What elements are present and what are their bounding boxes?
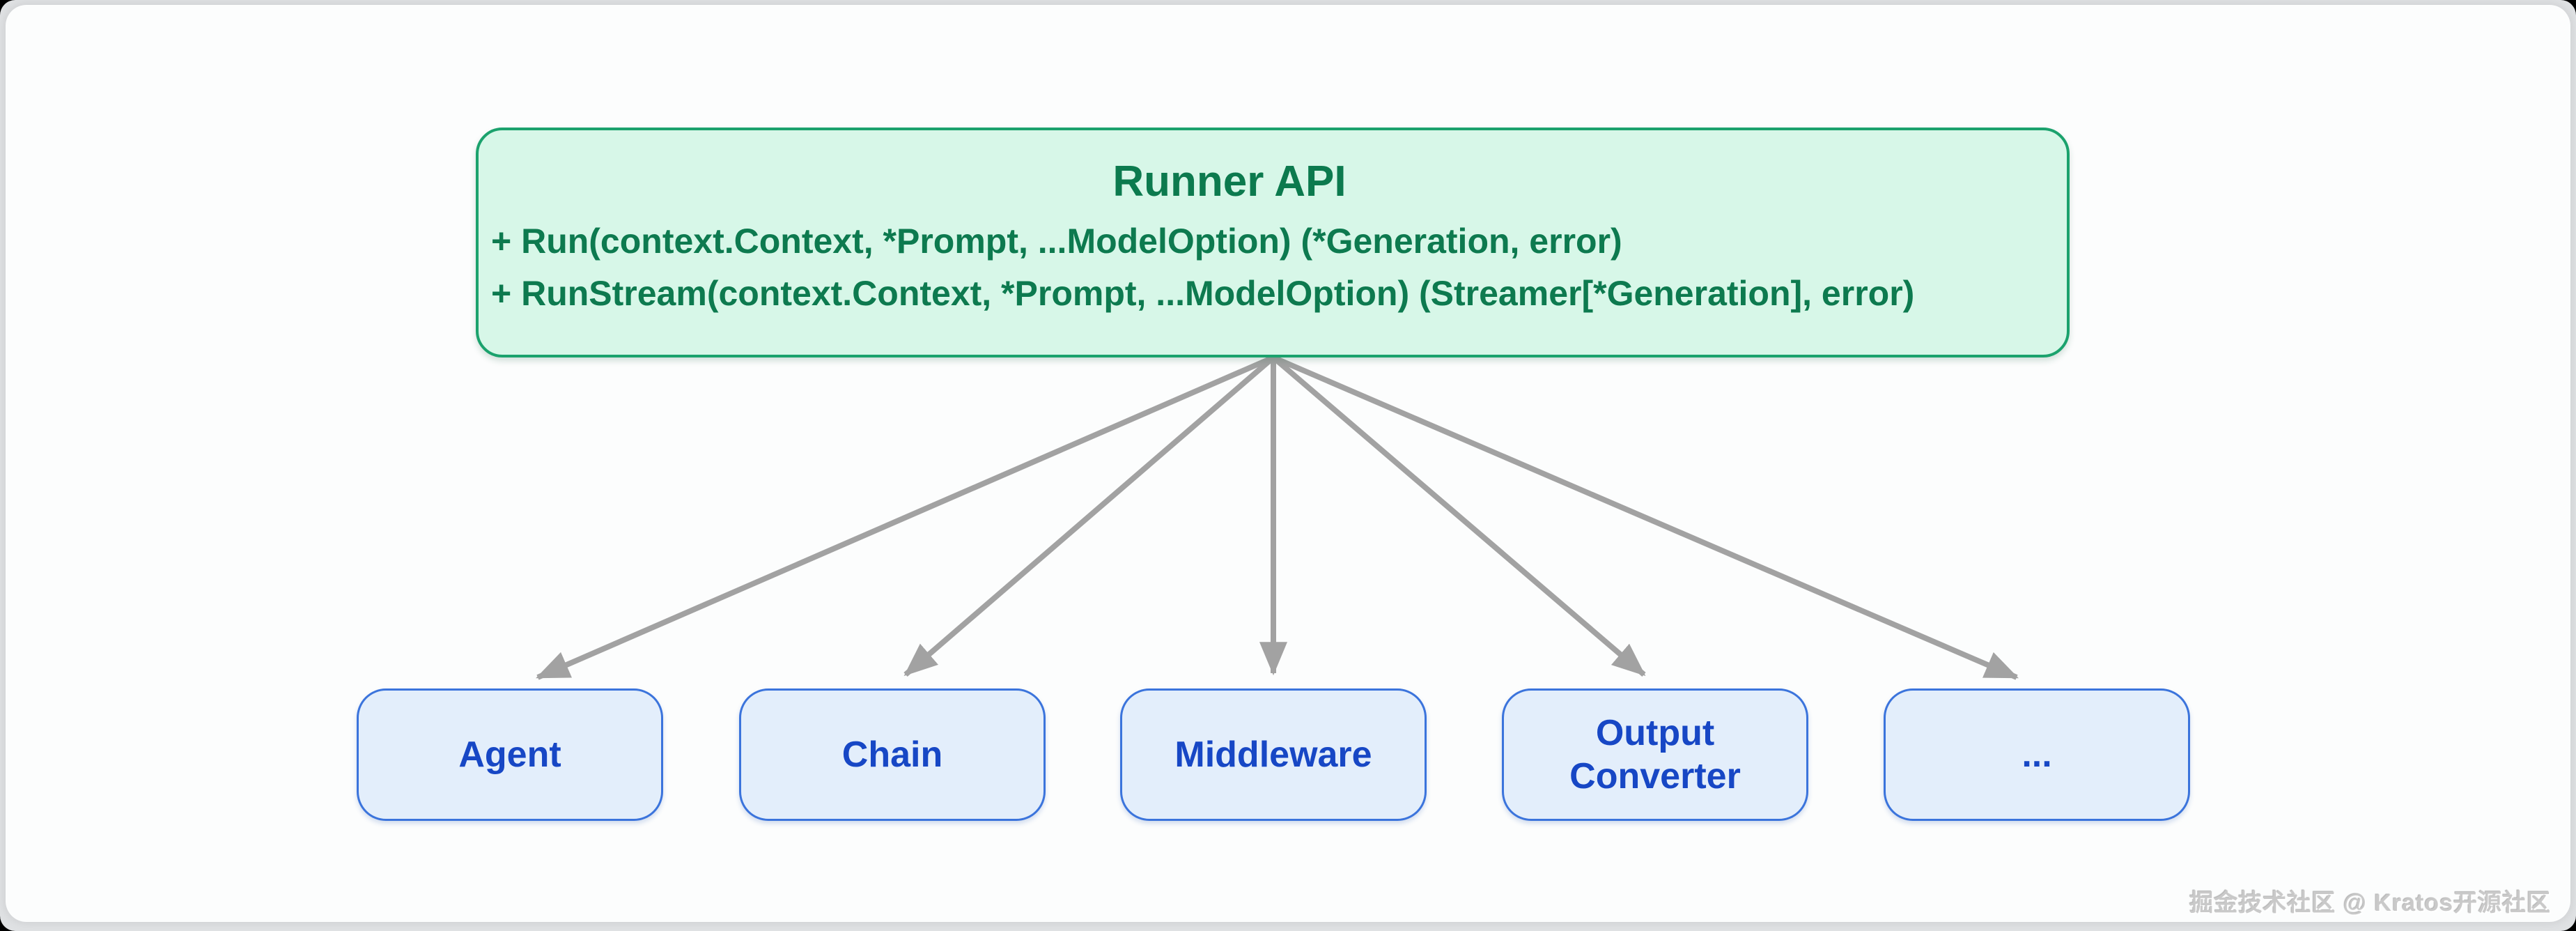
runner-api-methods: + Run(context.Context, *Prompt, ...Model… [479,215,2067,320]
node-more-label: ... [2022,734,2052,775]
method-signature-runstream: + RunStream(context.Context, *Prompt, ..… [491,274,1915,313]
runner-api-box: Runner API + Run(context.Context, *Promp… [476,128,2070,357]
node-more: ... [1884,688,2190,821]
node-chain-label: Chain [841,734,943,775]
node-middleware-label: Middleware [1174,734,1372,775]
node-agent: Agent [357,688,663,821]
method-signature-run: + Run(context.Context, *Prompt, ...Model… [491,222,1622,261]
runner-api-title: Runner API [1112,157,1347,206]
node-output-converter-label: Output Converter [1569,713,1741,797]
node-agent-label: Agent [458,734,561,775]
node-chain: Chain [739,688,1046,821]
node-output-converter: Output Converter [1502,688,1808,821]
node-middleware: Middleware [1120,688,1427,821]
watermark-text: 掘金技术社区 @ Kratos开源社区 [2189,890,2551,916]
